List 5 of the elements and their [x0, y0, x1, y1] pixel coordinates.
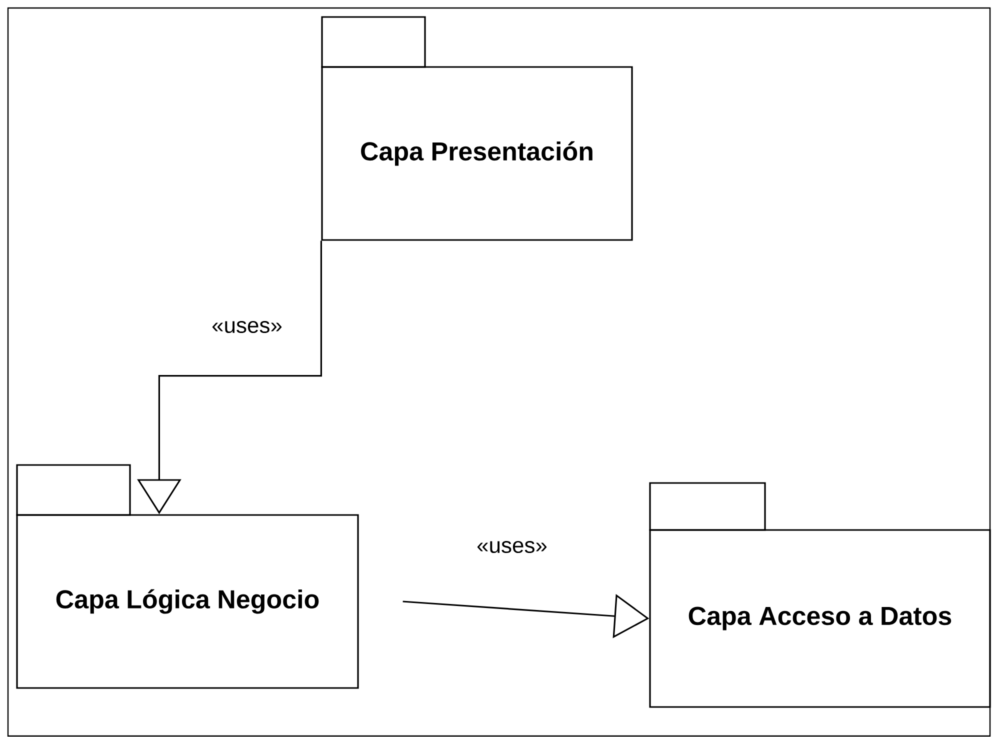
package-box: Capa Lógica Negocio: [16, 464, 359, 689]
package-box: Capa Presentación: [321, 16, 633, 241]
edge-label: «uses»: [210, 320, 284, 334]
edge-label: «uses»: [476, 540, 548, 554]
package-box: Capa Acceso a Datos: [649, 482, 991, 708]
